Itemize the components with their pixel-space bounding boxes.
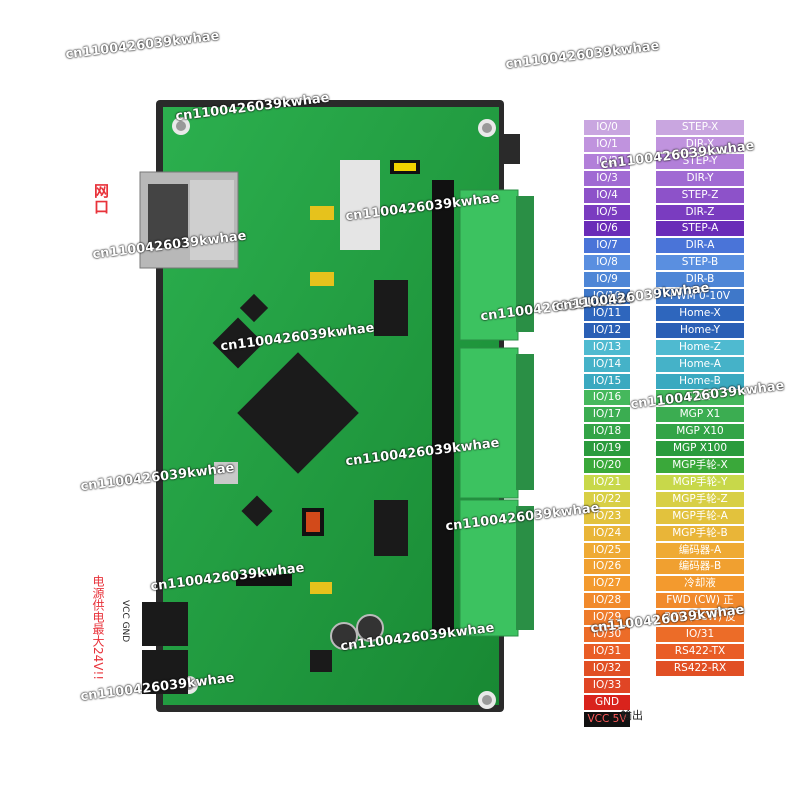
- io-label: IO/25: [584, 542, 630, 558]
- io-label: IO/5: [584, 204, 630, 220]
- io-label: IO/26: [584, 559, 630, 575]
- io-label: IO/17: [584, 407, 630, 423]
- capacitor: [310, 206, 334, 220]
- function-label: 编码器-B: [656, 559, 744, 575]
- io-label: IO/32: [584, 660, 630, 676]
- io-label: IO/31: [584, 643, 630, 659]
- io-label: IO/27: [584, 576, 630, 592]
- io-label: IO/24: [584, 525, 630, 541]
- crystal: [214, 462, 238, 484]
- vcc-gnd-label: VCC GND: [120, 600, 130, 643]
- function-label: MGP手轮-A: [656, 508, 744, 524]
- function-label: MGP X1: [656, 407, 744, 423]
- io-label: IO/29: [584, 610, 630, 626]
- function-label: DIR-A: [656, 238, 744, 254]
- io-label: IO/11: [584, 305, 630, 321]
- io-label: IO/23: [584, 508, 630, 524]
- io-label: IO/0: [584, 120, 630, 135]
- function-label: STEP-Y: [656, 153, 744, 169]
- function-label: IO/31: [656, 627, 744, 642]
- terminal-block: [459, 347, 519, 499]
- io-label: GND: [584, 694, 630, 710]
- function-label: Home-X: [656, 305, 744, 321]
- io-label: IO/15: [584, 373, 630, 389]
- function-label: DIR-B: [656, 272, 744, 288]
- function-label: MGP手轮-X: [656, 458, 744, 473]
- main-mcu: [237, 352, 359, 474]
- io-label: IO/28: [584, 593, 630, 609]
- io-label: IO/1: [584, 136, 630, 152]
- io-label: IO/6: [584, 221, 630, 237]
- function-label: RS422-TX: [656, 643, 744, 659]
- function-label: DIR-X: [656, 136, 744, 152]
- function-label: Home-Y: [656, 322, 744, 338]
- io-label: IO/13: [584, 339, 630, 355]
- function-label: MGP X100: [656, 441, 744, 457]
- io-label: IO/10: [584, 289, 630, 304]
- electrolytic-cap: [330, 622, 358, 650]
- function-label: Home-B: [656, 373, 744, 389]
- io-label: IO/33: [584, 677, 630, 693]
- function-label: STEP-A: [656, 221, 744, 237]
- power-supply-note: 电源供电最大24V!!: [91, 575, 105, 681]
- power-connector: [142, 650, 188, 694]
- function-label: REV (CCW) 反: [656, 610, 744, 626]
- io-label: IO/3: [584, 170, 630, 186]
- function-label: 编码器-A: [656, 542, 744, 558]
- io-label: IO/14: [584, 356, 630, 372]
- function-label: PWM 0-10V: [656, 289, 744, 304]
- io-label: IO/16: [584, 390, 630, 406]
- function-label: FWD (CW) 正: [656, 593, 744, 609]
- capacitor: [310, 582, 332, 594]
- ethernet-port-label: 网口: [92, 183, 110, 215]
- function-label: STEP-X: [656, 120, 744, 135]
- capacitor: [310, 272, 334, 286]
- io-label: IO/22: [584, 491, 630, 507]
- vcc5-output-note: 输出: [621, 709, 643, 722]
- io-label: IO/8: [584, 255, 630, 271]
- io-label: IO/9: [584, 272, 630, 288]
- power-connector: [142, 602, 188, 646]
- pin-header: [432, 180, 454, 632]
- function-label: MGP手轮-B: [656, 525, 744, 541]
- function-label: Home-A: [656, 356, 744, 372]
- ic-chip: [374, 280, 408, 336]
- function-label: MGP手轮-Z: [656, 491, 744, 507]
- io-label: IO/18: [584, 424, 630, 440]
- io-label: VCC 5V: [584, 711, 630, 727]
- io-label: IO/19: [584, 441, 630, 457]
- terminal-block: [459, 499, 519, 637]
- ic-chip: [374, 500, 408, 556]
- label-sticker: [340, 160, 380, 250]
- function-label: RS422-RX: [656, 660, 744, 676]
- io-label: IO/7: [584, 238, 630, 254]
- function-label: STOP: [656, 390, 744, 406]
- function-label: STEP-B: [656, 255, 744, 271]
- frame-tab-top: [500, 134, 520, 164]
- io-label: IO/2: [584, 153, 630, 169]
- function-label: DIR-Y: [656, 170, 744, 186]
- io-label: IO/30: [584, 627, 630, 642]
- function-label: 冷却液: [656, 576, 744, 592]
- io-label: IO/12: [584, 322, 630, 338]
- function-label: MGP手轮-Y: [656, 474, 744, 490]
- terminal-block: [459, 189, 519, 341]
- io-label: IO/21: [584, 474, 630, 490]
- function-label: MGP X10: [656, 424, 744, 440]
- io-label: IO/20: [584, 458, 630, 473]
- function-label: DIR-Z: [656, 204, 744, 220]
- electrolytic-cap: [356, 614, 384, 642]
- io-label: IO/4: [584, 187, 630, 203]
- pin-header: [236, 574, 292, 586]
- function-label: STEP-Z: [656, 187, 744, 203]
- function-label: Home-Z: [656, 339, 744, 355]
